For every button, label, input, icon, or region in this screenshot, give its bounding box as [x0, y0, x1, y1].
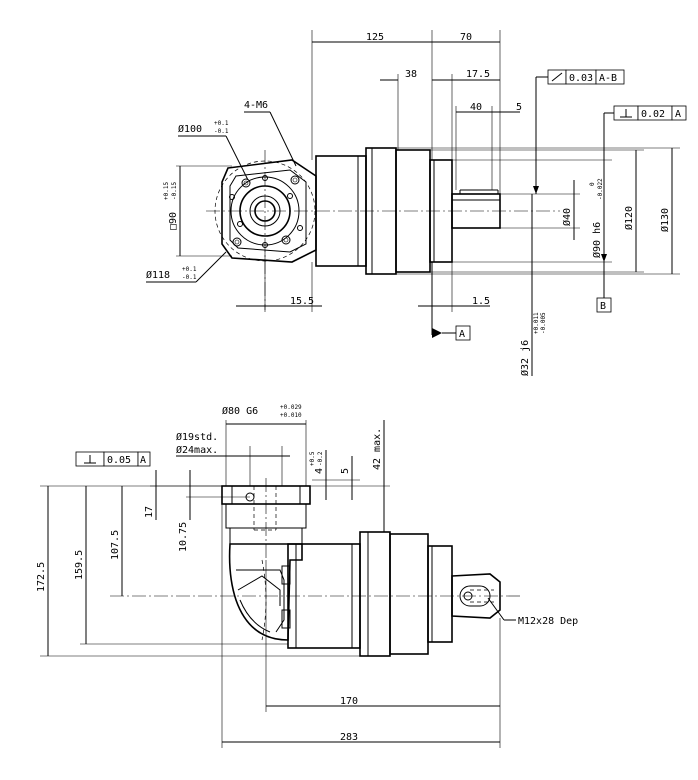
output-shaft	[451, 189, 501, 229]
dia80-tol-dn: +0.010	[280, 412, 302, 419]
perp-top-ref: A	[675, 109, 681, 120]
side-view: 172.5 159.5 107.5 17 10.75 0.05 A Ø80	[36, 404, 578, 748]
dim-1-5: 1.5	[472, 296, 490, 307]
dim-40: 40	[470, 102, 482, 113]
perp-top-value: 0.02	[641, 109, 665, 120]
dim-42max: 42 max.	[372, 428, 383, 470]
side-bottom-dims: 170 283	[221, 504, 501, 748]
label-dia118: Ø118	[146, 269, 170, 281]
dia90-tol-up: 0	[589, 182, 596, 186]
dia118-tol-up: +0.1	[182, 266, 197, 273]
dim-dia130: Ø130	[659, 208, 671, 232]
dia32-tol-dn: -0.005	[540, 312, 547, 334]
dim-170: 170	[340, 696, 358, 707]
dia100-tol-dn: -0.1	[214, 128, 229, 135]
dim-dia32: Ø32 j6	[519, 340, 531, 376]
datum-a: A	[431, 262, 471, 341]
datum-b-label: B	[600, 301, 606, 312]
dim-side-5: 5	[340, 468, 351, 474]
dim-17-5: 17.5	[466, 69, 490, 80]
perpendicularity-frame-side: 0.05 A	[75, 451, 151, 467]
dim-70: 70	[460, 32, 472, 43]
dim-17: 17	[144, 506, 155, 518]
dim-dia120: Ø120	[623, 206, 635, 230]
label-dia100: Ø100	[178, 123, 202, 135]
runout-ref: A-B	[599, 73, 617, 84]
label-m12: M12x28 Dep	[518, 616, 578, 627]
dia90-tol-dn: -0.022	[597, 178, 604, 200]
d4-tol-dn: -0.2	[317, 451, 324, 466]
perpendicularity-frame-top: 0.02 A	[603, 105, 687, 150]
dia118-tol-dn: -0.1	[182, 274, 197, 281]
label-sq90: □90	[168, 212, 179, 230]
dim-dia90: Ø90 h6	[591, 222, 603, 258]
dia32-tol-up: +0.011	[533, 312, 540, 334]
side-top-labels: Ø80 G6 +0.029 +0.010 Ø19std. Ø24max. 4 +…	[176, 404, 390, 532]
perp-side-value: 0.05	[107, 455, 131, 466]
dim-4: 4	[314, 468, 325, 474]
datum-a-label: A	[459, 329, 465, 340]
dim-15-5: 15.5	[290, 296, 314, 307]
dia80-tol-up: +0.029	[280, 404, 302, 411]
dia100-tol-up: +0.1	[214, 120, 229, 127]
sq90-tol-up: +0.15	[163, 182, 170, 200]
sq90-tol-dn: -0.15	[171, 182, 178, 200]
label-dia80: Ø80 G6	[222, 405, 258, 417]
runout-frame: 0.03 A-B	[533, 69, 625, 194]
label-dia24: Ø24max.	[176, 444, 218, 456]
d4-tol-up: +0.5	[309, 451, 316, 466]
datum-b: B	[596, 262, 612, 313]
bottom-small-dims: 15.5 1.5	[236, 250, 490, 312]
dim-159-5: 159.5	[74, 550, 85, 580]
dim-283: 283	[340, 732, 358, 743]
dim-125: 125	[366, 32, 384, 43]
dim-172-5: 172.5	[36, 562, 47, 592]
left-labels: 4-M6 Ø100 +0.1 -0.1 □90 +0.15 -0.15 Ø118…	[146, 100, 297, 283]
dim-38: 38	[405, 69, 417, 80]
dia32-dim: Ø32 j6 +0.011 -0.005	[519, 194, 547, 376]
m12-callout: M12x28 Dep	[487, 597, 578, 627]
label-m6: 4-M6	[244, 100, 268, 111]
right-diameter-dims: Ø40 Ø90 h6 0 -0.022 Ø120 Ø130	[396, 147, 680, 275]
dim-10-75: 10.75	[178, 522, 189, 552]
side-gearbox-body	[287, 531, 453, 657]
runout-value: 0.03	[569, 73, 593, 84]
top-view: 125 70 38 17.5 40 5 Ø40 Ø90 h6	[146, 30, 687, 376]
dim-5: 5	[516, 102, 522, 113]
top-dimensions: 125 70 38 17.5 40 5	[311, 30, 522, 194]
label-dia19: Ø19std.	[176, 431, 218, 443]
side-left-dims: 172.5 159.5 107.5 17 10.75	[36, 470, 360, 657]
dim-107-5: 107.5	[110, 530, 121, 560]
dim-dia40: Ø40	[561, 208, 573, 226]
perp-side-ref: A	[140, 455, 146, 466]
